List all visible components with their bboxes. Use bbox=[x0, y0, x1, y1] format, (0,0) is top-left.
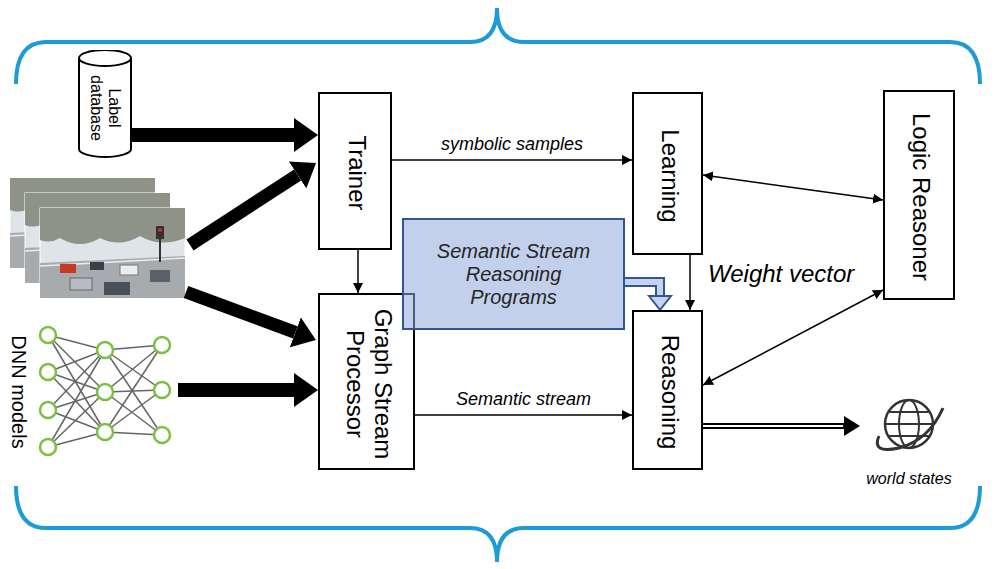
network-neuron bbox=[154, 337, 170, 353]
hollow-arrow-head bbox=[649, 296, 671, 310]
connector bbox=[132, 118, 318, 152]
hollow-arrow-core bbox=[625, 282, 660, 296]
cylinder-rim bbox=[79, 58, 131, 66]
process-box: Trainer bbox=[318, 92, 392, 250]
network-neuron bbox=[40, 402, 56, 418]
connector bbox=[703, 175, 883, 200]
node-label: world states bbox=[866, 470, 951, 488]
connector bbox=[358, 250, 359, 293]
thick-arrow bbox=[132, 118, 318, 152]
rotated-label: DNN models bbox=[7, 335, 30, 448]
traffic-photo bbox=[40, 208, 185, 298]
arrow-line bbox=[357, 250, 359, 293]
annotation-label: Weight vector bbox=[705, 260, 857, 288]
program-box: Semantic Stream Reasoning Programs bbox=[402, 218, 625, 330]
process-box: Learning bbox=[632, 92, 703, 255]
input-arrow bbox=[190, 175, 298, 245]
globe-orbit bbox=[877, 408, 943, 450]
model-group: DNN models bbox=[4, 318, 178, 466]
bottom-brace bbox=[16, 486, 980, 562]
rotated-label: Reasoning bbox=[656, 335, 684, 450]
network-neuron bbox=[40, 327, 56, 343]
arrow-line bbox=[415, 414, 632, 416]
network-neuron bbox=[40, 439, 56, 455]
connector bbox=[625, 282, 671, 310]
node-label: Semantic Stream Reasoning Programs bbox=[429, 240, 599, 309]
arrow-line bbox=[392, 159, 632, 161]
connector bbox=[415, 415, 632, 416]
traffic-photos bbox=[10, 178, 185, 298]
world-node: world states bbox=[860, 388, 958, 490]
process-box: Logic Reasoner bbox=[883, 90, 955, 300]
double-arrow-head bbox=[844, 416, 860, 436]
arrow-line bbox=[703, 290, 883, 385]
double-line-outer bbox=[703, 423, 844, 429]
network-neuron bbox=[97, 384, 113, 400]
cylinder-body bbox=[79, 50, 131, 157]
connector bbox=[178, 373, 318, 407]
network-link bbox=[105, 390, 162, 432]
network-neuron bbox=[97, 424, 113, 440]
connector bbox=[690, 255, 691, 310]
rotated-label: Learning bbox=[656, 129, 684, 222]
network-neuron bbox=[154, 427, 170, 443]
connector bbox=[703, 290, 883, 385]
arrow-line bbox=[703, 175, 883, 200]
top-brace bbox=[16, 8, 980, 84]
rotated-label: Trainer bbox=[343, 135, 371, 210]
connector bbox=[392, 160, 632, 161]
process-box: Reasoning bbox=[632, 310, 703, 470]
rotated-label: Label database bbox=[87, 64, 124, 152]
thick-arrow bbox=[178, 373, 318, 407]
rotated-label: Graph Stream Processor bbox=[341, 301, 396, 466]
rotated-label: Logic Reasoner bbox=[907, 113, 935, 281]
network-neuron bbox=[40, 364, 56, 380]
arrow-line bbox=[689, 255, 691, 310]
neural-network-icon bbox=[4, 318, 178, 466]
hollow-arrow-edge bbox=[625, 282, 660, 296]
input-arrow bbox=[186, 292, 295, 332]
globe-icon bbox=[871, 388, 947, 464]
network-neuron bbox=[97, 342, 113, 358]
process-box: Graph Stream Processor bbox=[318, 293, 415, 470]
double-line-gap bbox=[703, 425, 843, 427]
network-link bbox=[48, 392, 105, 447]
edge-label: symbolic samples bbox=[438, 134, 586, 155]
globe-outline bbox=[885, 400, 933, 448]
edge-label: Semantic stream bbox=[453, 389, 594, 410]
connector bbox=[703, 416, 860, 436]
database-cylinder: Label database bbox=[78, 50, 132, 158]
network-neuron bbox=[154, 382, 170, 398]
